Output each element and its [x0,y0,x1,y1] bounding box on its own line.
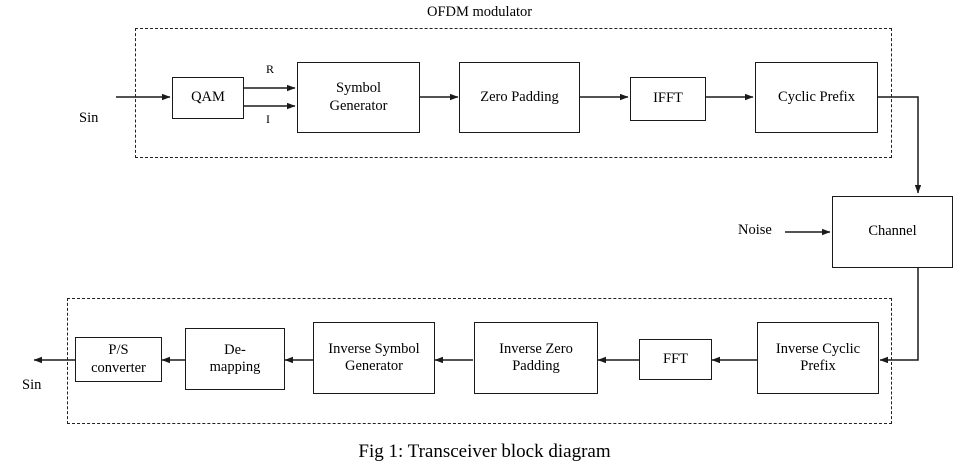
block-ps-converter-label: P/S converter [91,342,146,376]
block-inverse-zero-padding[interactable]: Inverse Zero Padding [474,322,598,394]
imaginary-branch-label: I [266,112,270,126]
block-fft[interactable]: FFT [639,339,712,380]
block-ifft-label: IFFT [653,90,683,107]
transmitter-group-label: OFDM modulator [427,4,533,20]
block-inverse-cyclic-prefix-label: Inverse Cyclic Prefix [775,340,861,374]
block-cyclic-prefix[interactable]: Cyclic Prefix [755,62,878,133]
real-branch-label: R [266,62,275,76]
block-inverse-symbol-generator-label: Inverse Symbol Generator [328,340,420,374]
block-qam-label: QAM [191,89,225,106]
block-inverse-symbol-generator[interactable]: Inverse Symbol Generator [313,322,435,394]
block-de-mapping-label: De- mapping [209,341,261,375]
block-symbol-generator[interactable]: Symbol Generator [297,62,420,133]
input-signal-label: Sin [79,110,99,126]
figure-caption: Fig 1: Transceiver block diagram [358,441,611,462]
block-zero-padding[interactable]: Zero Padding [459,62,580,133]
block-ps-converter[interactable]: P/S converter [75,337,162,382]
output-signal-label: Sin [22,377,42,393]
block-symbol-generator-label: Symbol Generator [329,80,388,114]
block-inverse-cyclic-prefix[interactable]: Inverse Cyclic Prefix [757,322,879,394]
block-de-mapping[interactable]: De- mapping [185,328,285,390]
block-channel[interactable]: Channel [832,196,953,268]
noise-label: Noise [738,222,772,238]
block-zero-padding-label: Zero Padding [480,88,559,105]
block-channel-label: Channel [868,223,917,240]
block-fft-label: FFT [663,350,688,367]
block-cyclic-prefix-label: Cyclic Prefix [778,88,855,105]
block-ifft[interactable]: IFFT [630,77,706,121]
block-qam[interactable]: QAM [172,77,244,119]
transmitter-group-boundary [135,28,892,158]
block-inverse-zero-padding-label: Inverse Zero Padding [499,340,573,374]
receiver-group-boundary [67,298,892,424]
